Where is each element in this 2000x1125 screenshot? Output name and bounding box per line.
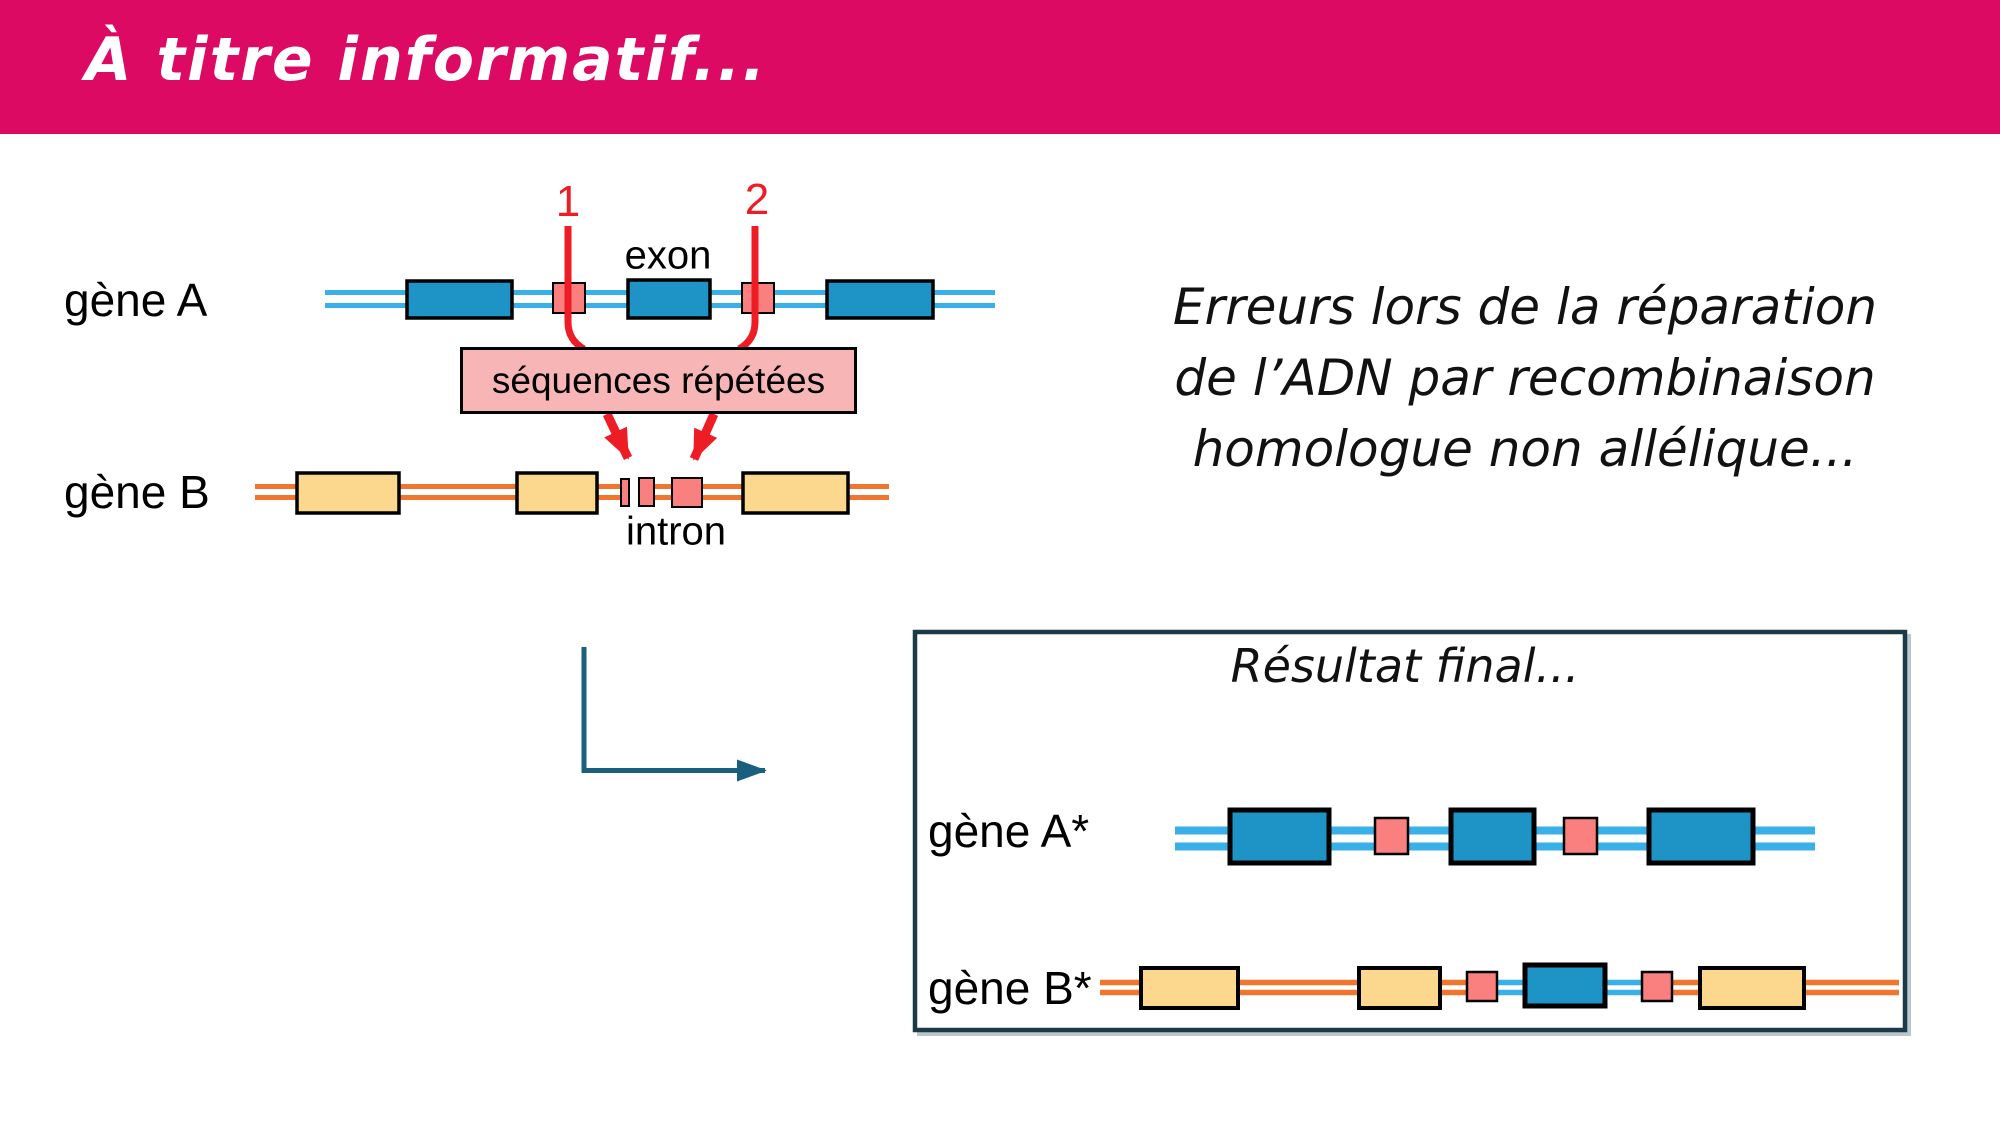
gene-a-exon-2 (626, 278, 712, 320)
gene-b-star-repeat-2 (1640, 970, 1674, 1003)
repeat-marker-2-label: 2 (744, 175, 770, 224)
gene-b-exon-2 (515, 471, 599, 515)
note-text: Erreurs lors de la réparation de l’ADN p… (1140, 272, 1910, 485)
gene-a-star-track (1175, 807, 1815, 866)
gene-a-star-exon-3 (1646, 807, 1756, 866)
gene-b-track (255, 471, 889, 515)
title-bar: À titre informatif... (0, 0, 2000, 134)
gene-b-intron-fragment-2 (638, 477, 655, 507)
recombination-arrows (602, 412, 719, 461)
result-connector-arrow (581, 647, 768, 782)
arrow-to-intron-right (689, 412, 719, 461)
gene-a-star-exon-2 (1448, 807, 1537, 866)
gene-a-star-exon-1 (1227, 807, 1332, 866)
gene-b-exon-3 (741, 471, 850, 515)
gene-a-label: gène A (64, 274, 208, 326)
note-line-1: Erreurs lors de la réparation (1172, 278, 1878, 336)
repeated-sequences-label: séquences répétées (491, 359, 826, 401)
note-line-3: homologue non allélique... (1192, 420, 1858, 478)
gene-b-star-exon-1 (1139, 966, 1240, 1010)
gene-b-label: gène B (64, 466, 210, 518)
intron-label: intron (625, 509, 727, 554)
gene-b-star-inserted-exon (1522, 962, 1608, 1009)
repeat-marker-1-label: 1 (555, 177, 581, 226)
gene-b-exon-1 (295, 471, 401, 515)
gene-b-repeat-square (671, 477, 703, 508)
exon-label: exon (624, 233, 712, 278)
gene-b-star-exon-2 (1357, 966, 1442, 1010)
gene-a-star-label: gène A* (928, 805, 1090, 857)
arrow-to-intron-left (602, 412, 633, 460)
gene-a-star-repeat-1 (1373, 816, 1410, 856)
slide-title: À titre informatif... (85, 25, 768, 96)
gene-b-star-repeat-1 (1465, 970, 1499, 1003)
note-line-2: de l’ADN par recombinaison (1174, 349, 1876, 407)
gene-b-intron-fragment-1 (620, 478, 630, 507)
gene-b-star-track (1100, 962, 1899, 1010)
gene-b-star-label: gène B* (928, 962, 1092, 1014)
gene-a-exon-3 (825, 279, 935, 320)
gene-a-exon-1 (405, 279, 514, 320)
gene-b-star-exon-3 (1698, 966, 1806, 1010)
repeated-sequences-box: séquences répétées (460, 347, 857, 414)
result-title: Résultat final... (1230, 639, 1580, 693)
gene-a-star-repeat-2 (1562, 816, 1599, 856)
